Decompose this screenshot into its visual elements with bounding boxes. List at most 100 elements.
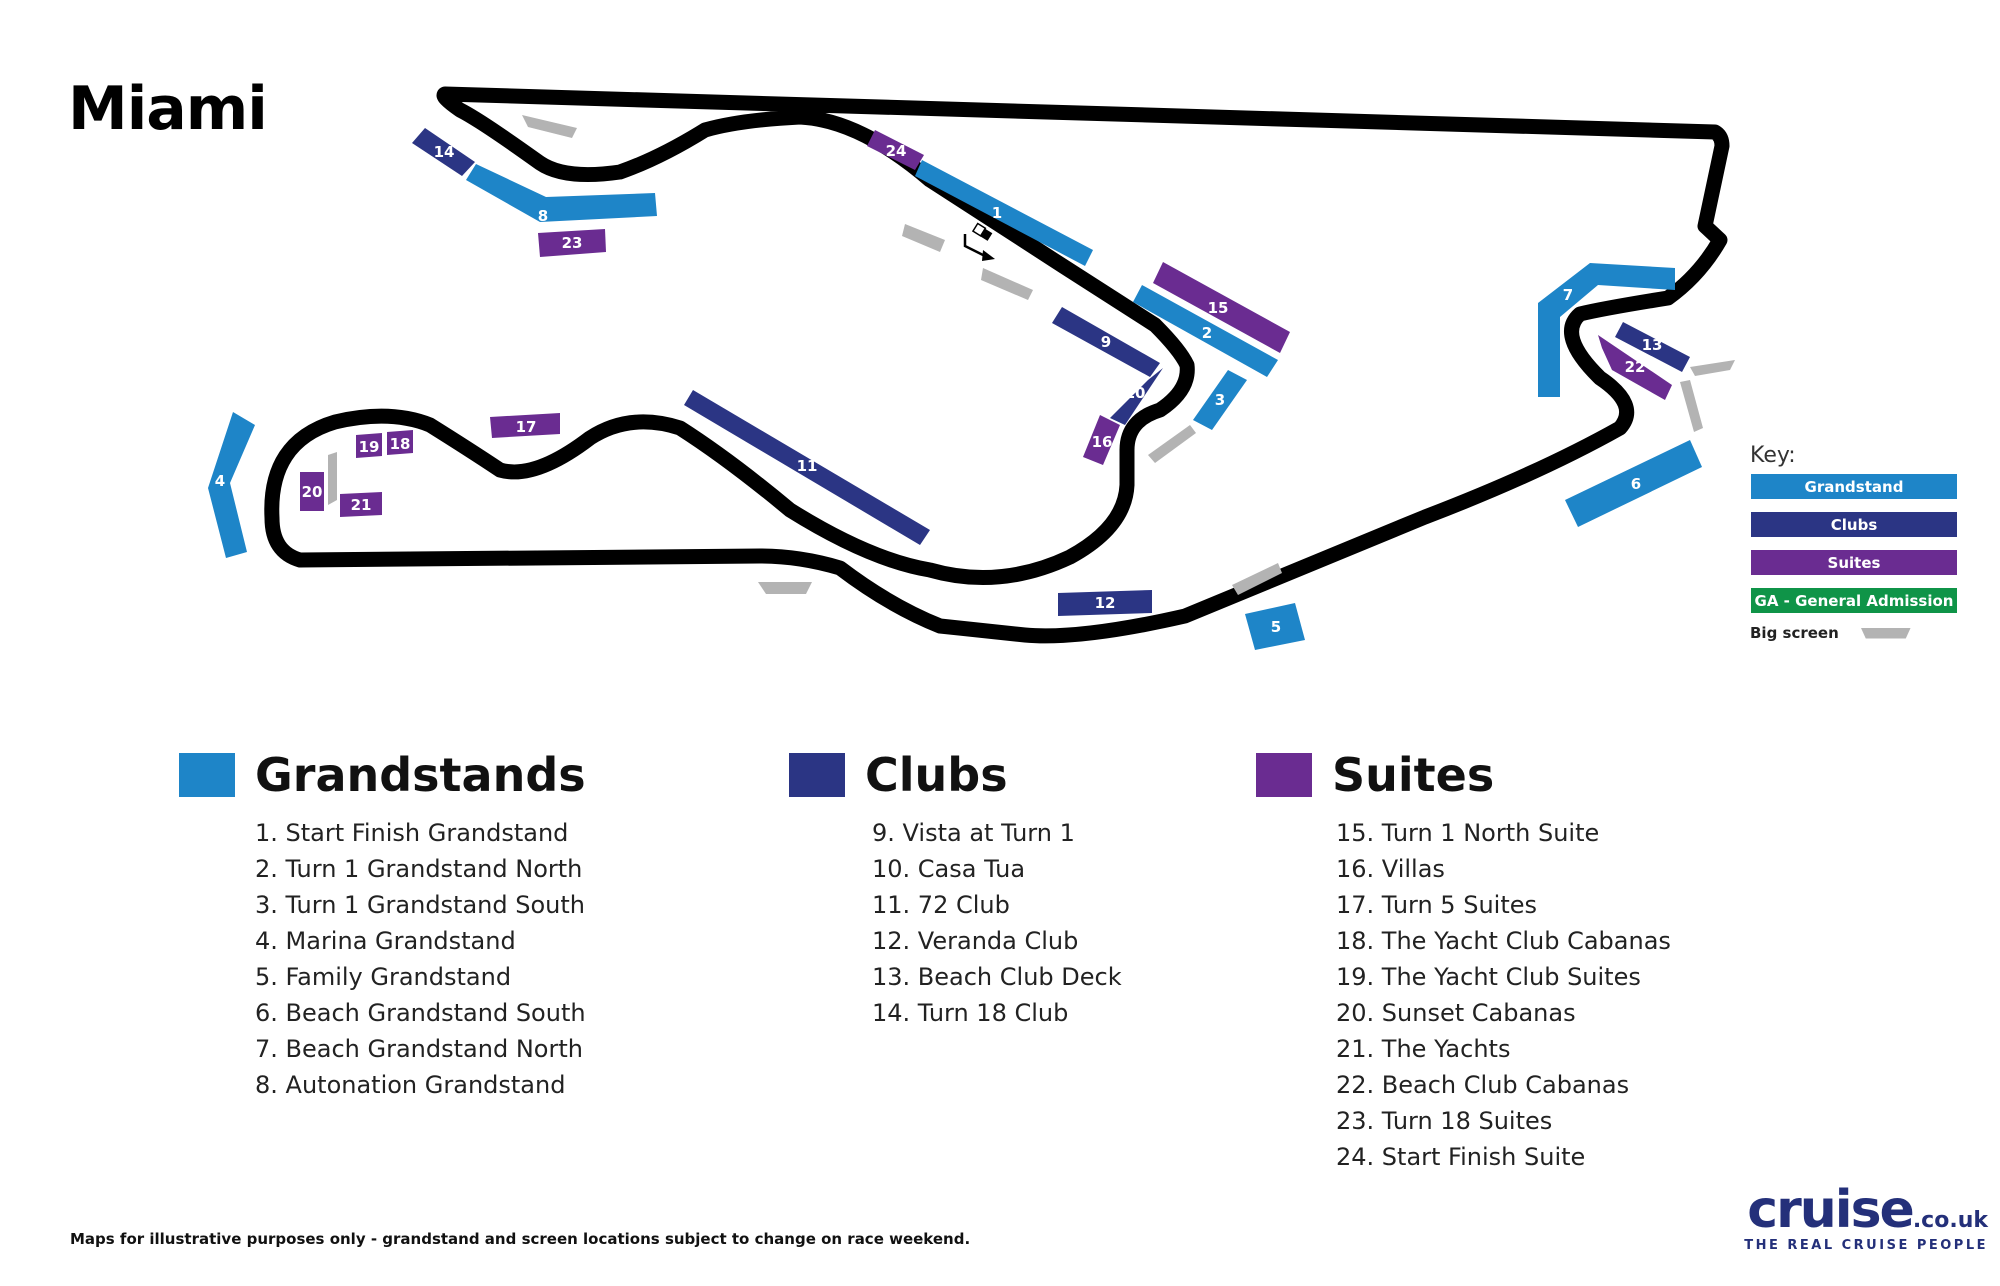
seating-area-19[interactable]: 19 <box>356 433 382 458</box>
club-swatch <box>789 753 845 797</box>
legend-item[interactable]: 13. Beach Club Deck <box>872 963 1122 991</box>
legend-item[interactable]: 6. Beach Grandstand South <box>255 999 586 1027</box>
seating-area-13[interactable]: 13 <box>1615 322 1690 372</box>
legend-item[interactable]: 17. Turn 5 Suites <box>1336 891 1537 919</box>
seating-area-8[interactable]: 8 <box>466 164 657 225</box>
seating-area-17[interactable]: 17 <box>490 413 560 438</box>
seating-area-15[interactable]: 15 <box>1153 262 1290 353</box>
seating-area-11[interactable]: 11 <box>684 390 930 545</box>
seating-area-6[interactable]: 6 <box>1565 440 1702 527</box>
brand-tagline: THE REAL CRUISE PEOPLE <box>1744 1238 1988 1253</box>
big-screen <box>981 268 1033 300</box>
seating-label-5: 5 <box>1271 618 1281 636</box>
big-screen <box>1680 380 1703 432</box>
seating-area-1[interactable]: 1 <box>915 160 1093 266</box>
legend-item[interactable]: 5. Family Grandstand <box>255 963 512 991</box>
seating-area-7[interactable]: 7 <box>1538 263 1675 397</box>
legend-item[interactable]: 9. Vista at Turn 1 <box>872 819 1075 847</box>
seating-area-5[interactable]: 5 <box>1245 603 1305 650</box>
start-finish-line <box>963 222 995 261</box>
seating-label-7: 7 <box>1563 286 1573 304</box>
seating-label-13: 13 <box>1642 336 1663 354</box>
big-screen-group <box>328 115 1735 595</box>
seating-label-1: 1 <box>992 204 1002 222</box>
grandstand-areas: 1 2 3 4 5 6 7 8 <box>208 160 1702 650</box>
seating-area-12[interactable]: 12 <box>1058 590 1152 616</box>
legend-item[interactable]: 11. 72 Club <box>872 891 1010 919</box>
seating-label-4: 4 <box>215 472 225 490</box>
suite-swatch <box>1256 753 1312 797</box>
legend-item[interactable]: 20. Sunset Cabanas <box>1336 999 1576 1027</box>
brand-name: cruise <box>1747 1180 1915 1240</box>
brand-tld: .co.uk <box>1912 1208 1988 1233</box>
legend-item[interactable]: 23. Turn 18 Suites <box>1336 1107 1553 1135</box>
legend-clubs: Clubs 9. Vista at Turn 1 10. Casa Tua 11… <box>789 745 1122 1031</box>
seating-area-23[interactable]: 23 <box>538 229 606 257</box>
grandstand-swatch <box>179 753 235 797</box>
seating-label-21: 21 <box>351 496 372 514</box>
key-general-admission: GA - General Admission <box>1751 588 1957 613</box>
seating-area-9[interactable]: 9 <box>1052 307 1160 377</box>
seating-label-18: 18 <box>390 435 411 453</box>
seating-area-16[interactable]: 16 <box>1083 415 1120 465</box>
seating-label-17: 17 <box>516 418 537 436</box>
legend-suites-list: 15. Turn 1 North Suite 16. Villas 17. Tu… <box>1336 815 1671 1175</box>
seating-area-21[interactable]: 21 <box>340 492 382 517</box>
seating-label-16: 16 <box>1092 433 1113 451</box>
club-areas: 9 10 11 12 13 14 <box>412 128 1690 616</box>
big-screen <box>1232 563 1282 595</box>
legend-item[interactable]: 2. Turn 1 Grandstand North <box>255 855 583 883</box>
legend-grandstands: Grandstands 1. Start Finish Grandstand 2… <box>179 745 586 1103</box>
key-title: Key: <box>1750 443 1796 468</box>
seating-label-15: 15 <box>1208 299 1229 317</box>
legend-item[interactable]: 18. The Yacht Club Cabanas <box>1336 927 1671 955</box>
key-big-screen: Big screen <box>1750 624 1970 642</box>
seating-area-18[interactable]: 18 <box>387 430 413 455</box>
legend-suites: Suites 15. Turn 1 North Suite 16. Villas… <box>1256 745 1671 1175</box>
key-clubs: Clubs <box>1751 512 1957 537</box>
legend-item[interactable]: 16. Villas <box>1336 855 1445 883</box>
legend-item[interactable]: 3. Turn 1 Grandstand South <box>255 891 585 919</box>
legend-item[interactable]: 10. Casa Tua <box>872 855 1026 883</box>
legend-item[interactable]: 1. Start Finish Grandstand <box>255 819 569 847</box>
legend-item[interactable]: 8. Autonation Grandstand <box>255 1071 566 1099</box>
seating-area-10[interactable]: 10 <box>1110 368 1163 425</box>
big-screen <box>522 115 577 138</box>
seating-area-3[interactable]: 3 <box>1193 370 1247 430</box>
big-screen <box>902 224 945 252</box>
seating-label-10: 10 <box>1125 384 1146 402</box>
legend-item[interactable]: 15. Turn 1 North Suite <box>1336 819 1600 847</box>
seating-label-14: 14 <box>434 143 455 161</box>
legend-item[interactable]: 19. The Yacht Club Suites <box>1336 963 1641 991</box>
seating-area-24[interactable]: 24 <box>867 130 924 170</box>
legend-item[interactable]: 22. Beach Club Cabanas <box>1336 1071 1630 1099</box>
circuit-map: 1 2 3 4 5 6 7 8 <box>208 86 1735 650</box>
suite-areas: 15 16 17 18 19 20 21 22 <box>300 130 1672 517</box>
seating-label-24: 24 <box>886 142 907 160</box>
legend-item[interactable]: 12. Veranda Club <box>872 927 1079 955</box>
seating-area-14[interactable]: 14 <box>412 128 475 176</box>
legend-item[interactable]: 7. Beach Grandstand North <box>255 1035 583 1063</box>
legend-item[interactable]: 24. Start Finish Suite <box>1336 1143 1586 1171</box>
legend-grandstands-title: Grandstands <box>255 748 586 802</box>
seating-area-22[interactable]: 22 <box>1598 335 1672 400</box>
legend-item[interactable]: 14. Turn 18 Club <box>872 999 1069 1027</box>
legend-suites-title: Suites <box>1332 748 1495 802</box>
seating-area-4[interactable]: 4 <box>208 412 255 558</box>
seating-label-22: 22 <box>1625 358 1646 376</box>
key-grandstand: Grandstand <box>1751 474 1957 499</box>
seating-area-2[interactable]: 2 <box>1133 285 1278 377</box>
disclaimer: Maps for illustrative purposes only - gr… <box>70 1230 971 1248</box>
key-big-screen-label: Big screen <box>1750 624 1839 642</box>
key-suites: Suites <box>1751 550 1957 575</box>
seating-label-6: 6 <box>1631 475 1641 493</box>
seating-label-3: 3 <box>1215 391 1225 409</box>
seating-area-20[interactable]: 20 <box>300 472 324 511</box>
legend-item[interactable]: 4. Marina Grandstand <box>255 927 516 955</box>
brand-logo[interactable]: cruise.co.uk THE REAL CRUISE PEOPLE <box>1738 1184 1988 1253</box>
legend-item[interactable]: 21. The Yachts <box>1336 1035 1511 1063</box>
seating-label-23: 23 <box>562 234 583 252</box>
map-key: Key: Grandstand Clubs Suites GA - Genera… <box>1750 443 1970 642</box>
seating-label-9: 9 <box>1101 333 1111 351</box>
seating-label-19: 19 <box>359 438 380 456</box>
